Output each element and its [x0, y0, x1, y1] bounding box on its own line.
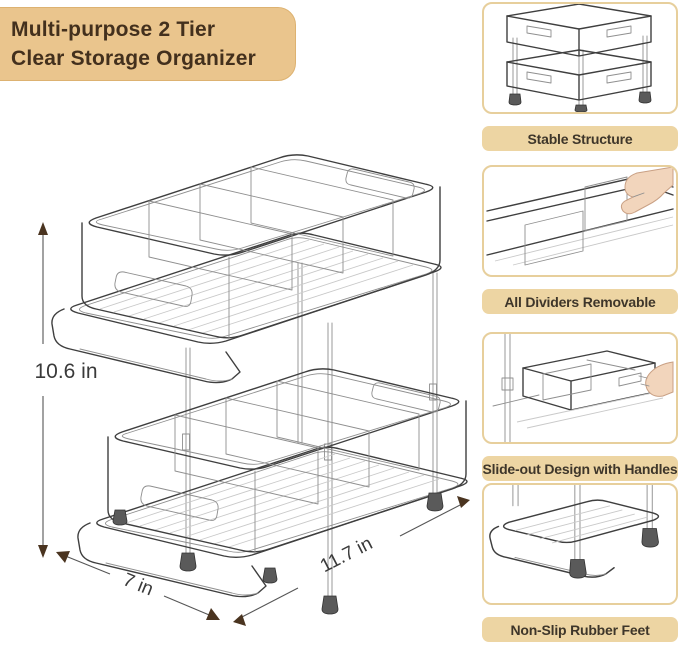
feature-panel-slide-out: Slide-out Design with Handles: [482, 332, 678, 481]
height-label: 10.6 in: [34, 360, 97, 383]
bottom-tier: [77, 368, 468, 598]
main-organizer-drawing: 10.6 in 7 in 11.7 in: [34, 154, 470, 626]
feature-caption: Stable Structure: [482, 126, 678, 151]
rubber-feet: [112, 492, 444, 615]
feature-panel-stable-structure: Stable Structure: [482, 2, 678, 151]
width-label: 11.7 in: [317, 533, 376, 577]
title-line-1: Multi-purpose 2 Tier: [11, 18, 216, 41]
width-dimension: 11.7 in: [233, 496, 470, 626]
feature-caption: Non-Slip Rubber Feet: [482, 617, 678, 642]
title-badge: Multi-purpose 2 Tier Clear Storage Organ…: [0, 7, 296, 81]
title-line-2: Clear Storage Organizer: [11, 47, 257, 70]
hand-sliding-drawer-icon: [492, 334, 674, 442]
top-tier: [51, 154, 442, 384]
feature-caption: All Dividers Removable: [482, 289, 678, 314]
rubber-feet-icon: [489, 485, 660, 579]
feature-panel-rubber-feet: Non-Slip Rubber Feet: [482, 483, 678, 642]
organizer-structure-icon: [506, 4, 652, 112]
hand-removing-divider-icon: [486, 167, 674, 266]
height-dimension: 10.6 in: [34, 222, 98, 558]
feature-panel-dividers-removable: All Dividers Removable: [482, 165, 678, 314]
feature-caption: Slide-out Design with Handles: [482, 456, 678, 481]
